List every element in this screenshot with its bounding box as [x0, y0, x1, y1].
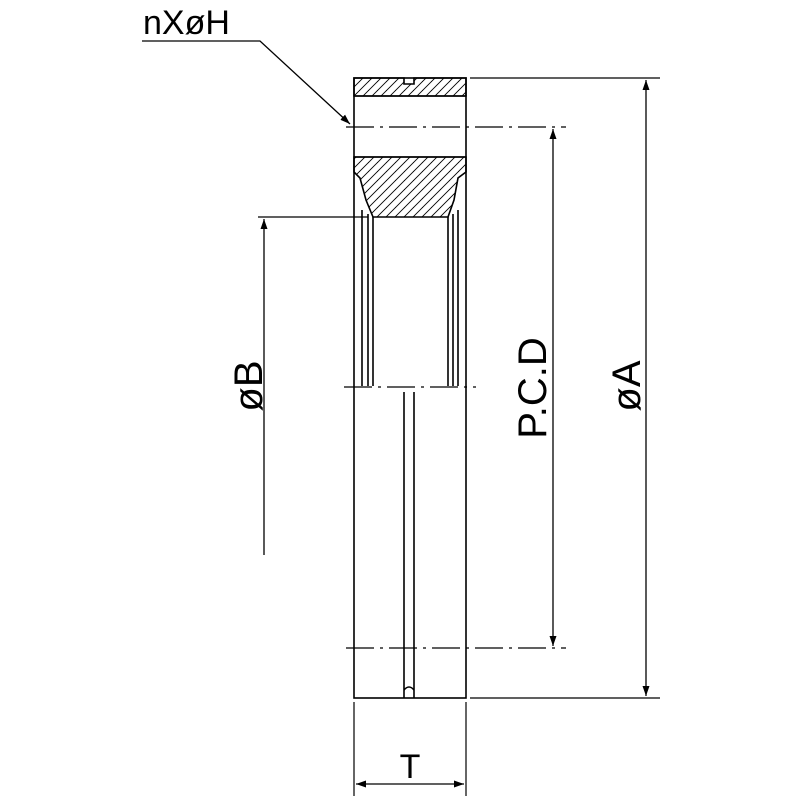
label-holes: nXøH	[143, 4, 230, 42]
label-bore: øB	[227, 360, 271, 411]
extension-lines	[258, 77, 660, 796]
flange-body	[353, 77, 467, 699]
mid-section-hatch	[353, 156, 467, 218]
label-outer: øA	[605, 360, 649, 411]
label-pcd: P.C.D	[511, 337, 555, 439]
flange-outline	[353, 77, 467, 699]
centerlines	[344, 126, 566, 649]
top-section-hatch	[353, 77, 467, 97]
dimension-lines	[142, 40, 650, 788]
label-thickness: T	[400, 748, 421, 786]
hole-leader	[142, 40, 351, 125]
